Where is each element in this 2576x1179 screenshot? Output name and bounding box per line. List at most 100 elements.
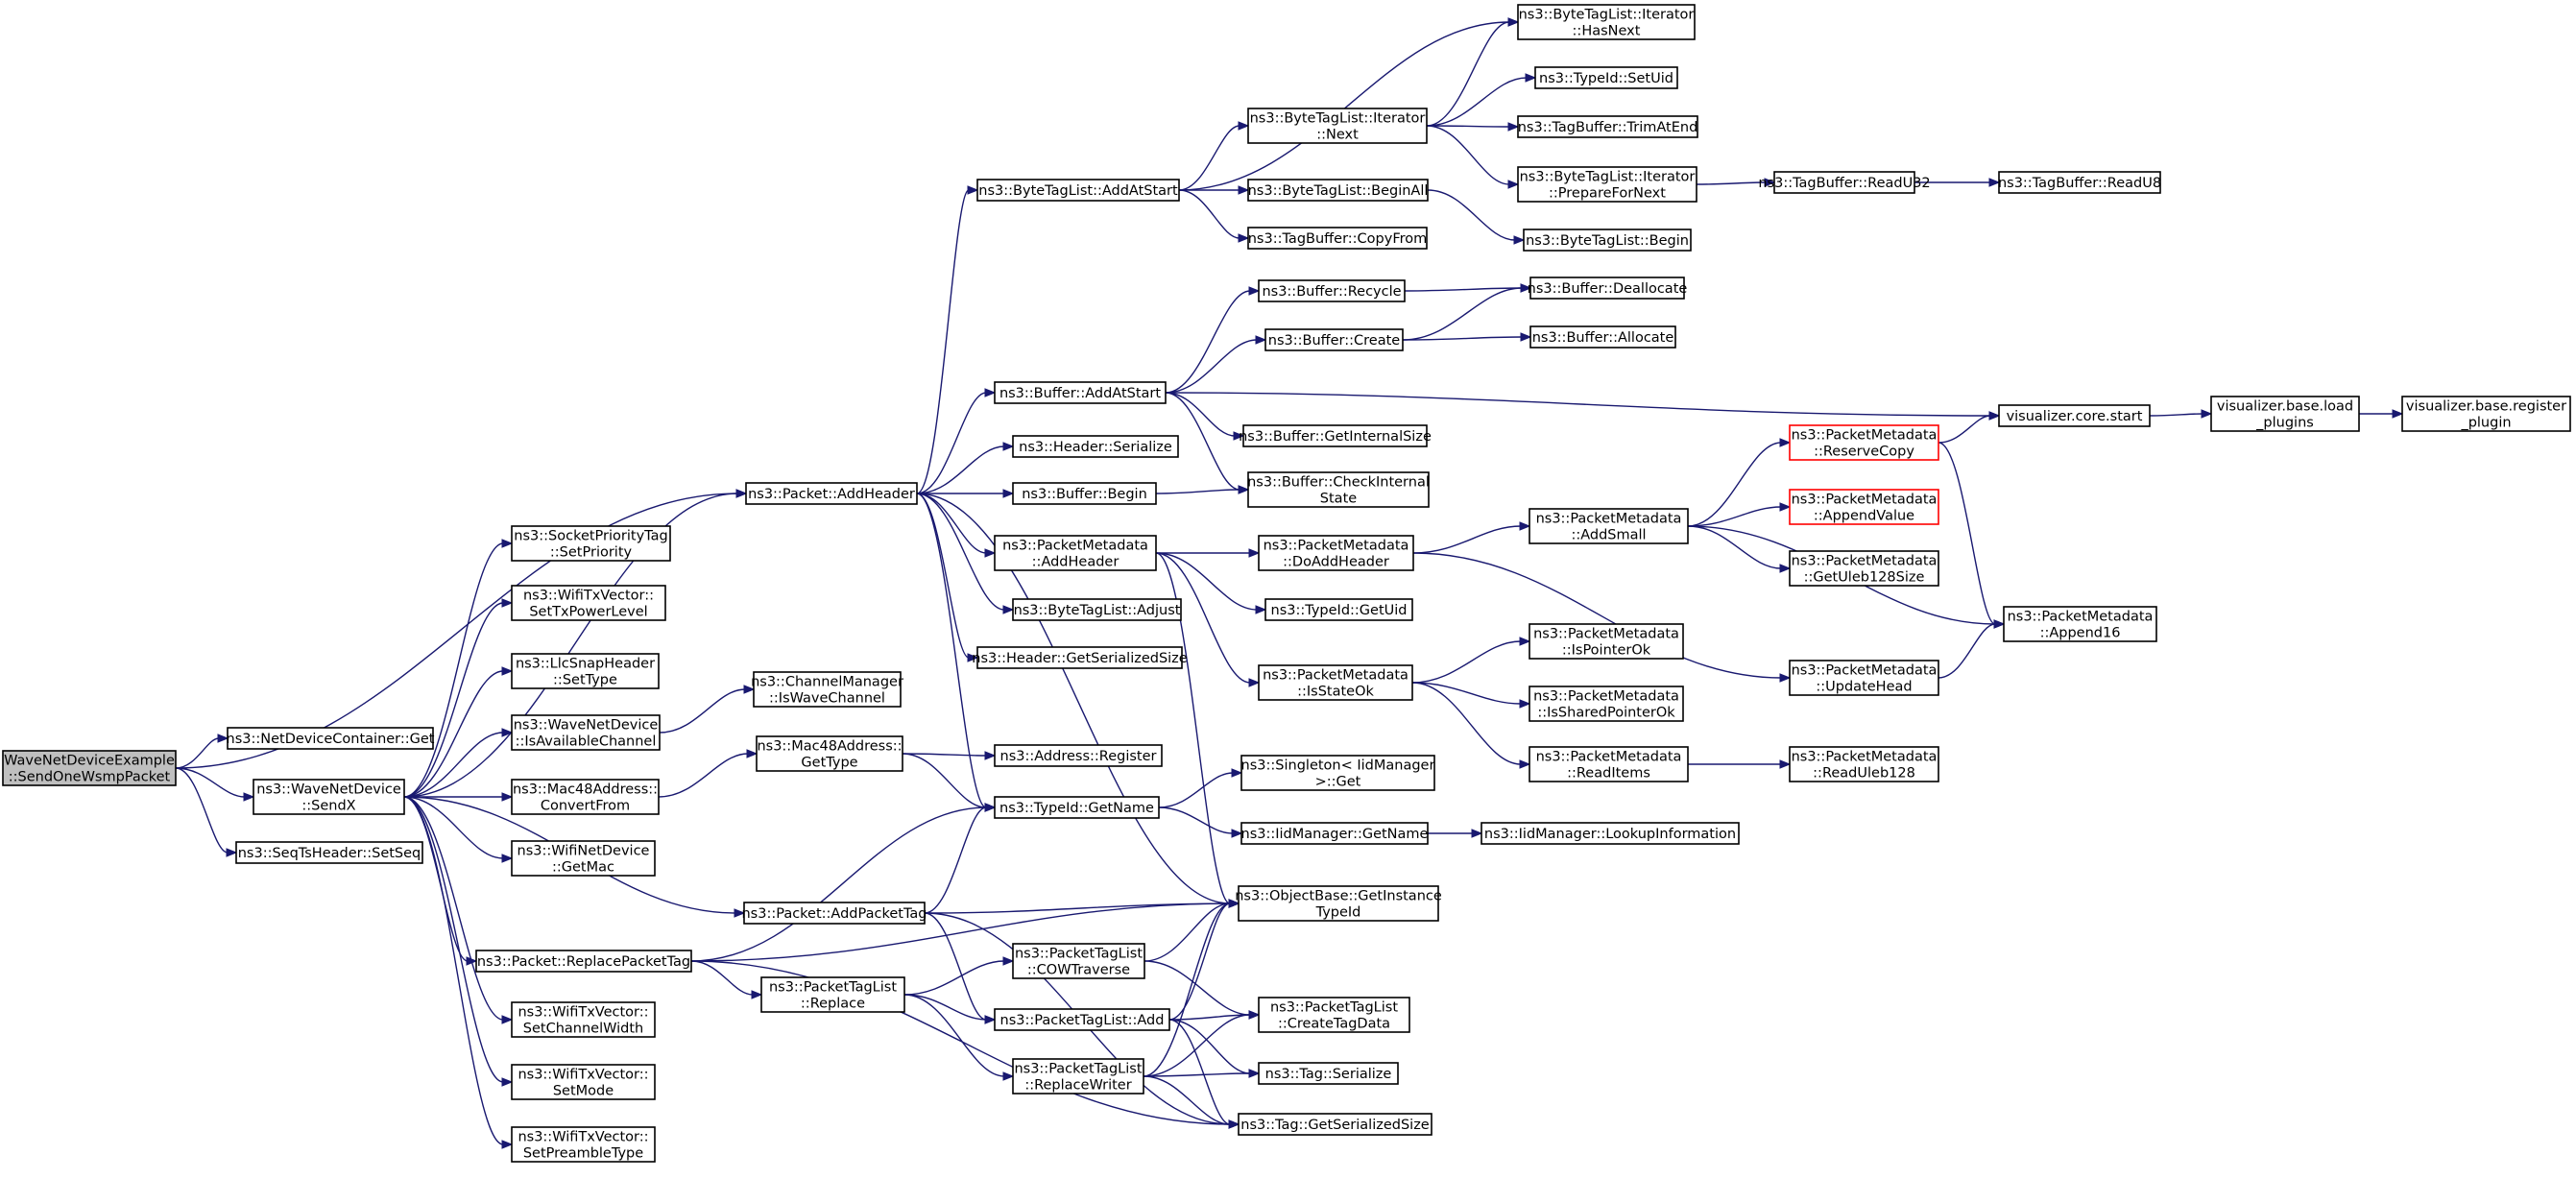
- node-tb-readu8[interactable]: ns3::TagBuffer::ReadU8: [1998, 171, 2161, 194]
- node-buf-recycle[interactable]: ns3::Buffer::Recycle: [1258, 279, 1406, 302]
- node-typeid-getname[interactable]: ns3::TypeId::GetName: [994, 796, 1160, 819]
- node-label: ns3::WifiTxVector::: [518, 1005, 648, 1021]
- edge-sendx-to-wnd-isavail: [403, 732, 504, 798]
- node-label: ::HasNext: [1573, 24, 1641, 39]
- node-pm-append16[interactable]: ns3::PacketMetadata::Append16: [2003, 606, 2157, 642]
- node-mac48-convert[interactable]: ns3::Mac48Address::ConvertFrom: [511, 779, 660, 815]
- node-addheader[interactable]: ns3::Packet::AddHeader: [745, 482, 918, 505]
- node-buf-create[interactable]: ns3::Buffer::Create: [1264, 328, 1404, 351]
- node-pm-doaddheader[interactable]: ns3::PacketMetadata::DoAddHeader: [1258, 535, 1414, 571]
- node-hdr-getsize[interactable]: ns3::Header::GetSerializedSize: [972, 646, 1188, 669]
- node-pm-addsmall[interactable]: ns3::PacketMetadata::AddSmall: [1529, 508, 1689, 544]
- node-ptl-createtagdata[interactable]: ns3::PacketTagList::CreateTagData: [1258, 997, 1410, 1033]
- node-box: [760, 976, 905, 1013]
- node-btl-adjust[interactable]: ns3::ByteTagList::Adjust: [1012, 598, 1182, 621]
- node-pm-reservecopy[interactable]: ns3::PacketMetadata::ReserveCopy: [1789, 424, 1939, 461]
- node-btli-prepare[interactable]: ns3::ByteTagList::Iterator::PrepareForNe…: [1517, 166, 1697, 203]
- node-iid-getname[interactable]: ns3::IidManager::GetName: [1240, 822, 1429, 845]
- node-ptl-add[interactable]: ns3::PacketTagList::Add: [994, 1008, 1170, 1031]
- arrowhead: [1764, 178, 1776, 187]
- node-box: [2, 750, 177, 786]
- edge-addheader-to-ob-getinstance: [916, 493, 1231, 904]
- edge-ptl-replacewriter-to-ob-getinstance: [1143, 902, 1231, 1077]
- node-buf-begin[interactable]: ns3::Buffer::Begin: [1012, 482, 1157, 505]
- node-label: ns3::ByteTagList::Iterator: [1519, 8, 1695, 23]
- node-wifind-getmac[interactable]: ns3::WifiNetDevice::GetMac: [511, 840, 656, 877]
- edge-vis-start-to-vis-load: [2149, 413, 2203, 417]
- node-btl-addatstart[interactable]: ns3::ByteTagList::AddAtStart: [976, 179, 1180, 202]
- node-vis-register[interactable]: visualizer.base.register_plugin: [2401, 396, 2571, 432]
- edge-typeid-getname-to-singleton-get: [1158, 772, 1234, 808]
- node-typeid-getuid[interactable]: ns3::TypeId::GetUid: [1264, 598, 1413, 621]
- node-tag-serialize[interactable]: ns3::Tag::Serialize: [1258, 1062, 1399, 1085]
- node-addr-register[interactable]: ns3::Address::Register: [994, 744, 1163, 767]
- edge-pm-addheader-to-pm-isstateok: [1155, 552, 1251, 684]
- edge-addheader-to-buf-addatstart: [916, 392, 987, 494]
- node-pm-isstateok[interactable]: ns3::PacketMetadata::IsStateOk: [1258, 664, 1413, 701]
- node-vis-load[interactable]: visualizer.base.load_plugins: [2210, 396, 2360, 432]
- node-buf-getinternal[interactable]: ns3::Buffer::GetInternalSize: [1239, 424, 1432, 447]
- node-tb-readu32[interactable]: ns3::TagBuffer::ReadU32: [1758, 171, 1931, 194]
- arrowhead: [1238, 185, 1250, 195]
- node-tag-getsize[interactable]: ns3::Tag::GetSerializedSize: [1238, 1113, 1432, 1136]
- arrowhead: [1779, 759, 1792, 769]
- node-buf-addatstart[interactable]: ns3::Buffer::AddAtStart: [994, 381, 1167, 404]
- arrowhead: [1238, 233, 1250, 243]
- node-box: [1773, 171, 1915, 194]
- node-replacetag[interactable]: ns3::Packet::ReplacePacketTag: [475, 950, 692, 973]
- arrowhead: [1002, 1071, 1015, 1081]
- node-ndc-get[interactable]: ns3::NetDeviceContainer::Get: [227, 727, 435, 750]
- node-pm-getuleb[interactable]: ns3::PacketMetadata::GetUleb128Size: [1789, 550, 1939, 587]
- node-wtv-preamble[interactable]: ns3::WifiTxVector::SetPreambleType: [511, 1126, 656, 1163]
- node-llc-settype[interactable]: ns3::LlcSnapHeader::SetType: [511, 653, 660, 689]
- arrowhead: [1248, 548, 1261, 558]
- node-wnd-isavail[interactable]: ns3::WaveNetDevice::IsAvailableChannel: [511, 714, 661, 751]
- node-wtv-txpower[interactable]: ns3::WifiTxVector::SetTxPowerLevel: [511, 585, 666, 621]
- node-label: ::IsStateOk: [1297, 685, 1374, 700]
- node-pm-ispointerok[interactable]: ns3::PacketMetadata::IsPointerOk: [1529, 623, 1684, 660]
- node-seqts[interactable]: ns3::SeqTsHeader::SetSeq: [235, 841, 423, 864]
- node-chmgr-iswave[interactable]: ns3::ChannelManager::IsWaveChannel: [751, 671, 903, 708]
- arrowhead: [2201, 409, 2213, 419]
- node-root[interactable]: WaveNetDeviceExample::SendOneWsmpPacket: [2, 750, 177, 786]
- arrowhead: [1519, 637, 1531, 646]
- node-hdr-serialize[interactable]: ns3::Header::Serialize: [1012, 435, 1179, 458]
- edge-addpackettag-to-ptl-add: [924, 912, 987, 1021]
- node-btli-next[interactable]: ns3::ByteTagList::Iterator::Next: [1247, 108, 1428, 144]
- edge-addheader-to-typeid-getname: [916, 493, 987, 808]
- node-pm-issharedok[interactable]: ns3::PacketMetadata::IsSharedPointerOk: [1529, 686, 1684, 722]
- node-label: ns3::PacketMetadata: [1263, 668, 1408, 684]
- node-ptl-replace[interactable]: ns3::PacketTagList::Replace: [760, 976, 905, 1013]
- node-typeid-setuid[interactable]: ns3::TypeId::SetUid: [1534, 66, 1678, 89]
- node-pm-readitems[interactable]: ns3::PacketMetadata::ReadItems: [1529, 746, 1689, 782]
- node-ptl-cow[interactable]: ns3::PacketTagList::COWTraverse: [1012, 943, 1145, 979]
- node-pm-updatehead[interactable]: ns3::PacketMetadata::UpdateHead: [1789, 660, 1939, 696]
- node-box: [1517, 115, 1698, 138]
- node-buf-dealloc[interactable]: ns3::Buffer::Deallocate: [1528, 277, 1688, 300]
- node-btl-beginall[interactable]: ns3::ByteTagList::BeginAll: [1247, 179, 1429, 202]
- node-label: ns3::WifiTxVector::: [518, 1130, 648, 1145]
- node-spt-setprio[interactable]: ns3::SocketPriorityTag::SetPriority: [511, 525, 671, 562]
- node-btli-hasnext[interactable]: ns3::ByteTagList::Iterator::HasNext: [1517, 4, 1696, 40]
- node-box: [1789, 660, 1939, 696]
- arrowhead: [1248, 678, 1261, 687]
- node-mac48-gettype[interactable]: ns3::Mac48Address::GetType: [756, 735, 903, 772]
- node-buf-alloc[interactable]: ns3::Buffer::Allocate: [1529, 325, 1676, 349]
- node-btl-begin[interactable]: ns3::ByteTagList::Begin: [1523, 229, 1692, 252]
- node-vis-start[interactable]: visualizer.core.start: [1998, 404, 2151, 427]
- node-sendx[interactable]: ns3::WaveNetDevice::SendX: [253, 779, 405, 815]
- node-pm-addheader[interactable]: ns3::PacketMetadata::AddHeader: [994, 535, 1157, 571]
- node-singleton-get[interactable]: ns3::Singleton< IidManager>::Get: [1240, 755, 1435, 791]
- node-box: [1258, 664, 1413, 701]
- node-tb-copyfrom[interactable]: ns3::TagBuffer::CopyFrom: [1247, 227, 1428, 250]
- node-tb-trimatend[interactable]: ns3::TagBuffer::TrimAtEnd: [1517, 115, 1698, 138]
- node-pm-appendvalue[interactable]: ns3::PacketMetadata::AppendValue: [1789, 489, 1939, 525]
- node-wtv-setmode[interactable]: ns3::WifiTxVector::SetMode: [511, 1064, 656, 1100]
- node-pm-readuleb[interactable]: ns3::PacketMetadata::ReadUleb128: [1789, 746, 1939, 782]
- node-addpackettag[interactable]: ns3::Packet::AddPacketTag: [741, 902, 927, 925]
- node-ptl-replacewriter[interactable]: ns3::PacketTagList::ReplaceWriter: [1012, 1058, 1144, 1095]
- node-wtv-chwidth[interactable]: ns3::WifiTxVector::SetChannelWidth: [511, 1001, 656, 1038]
- node-iid-lookup[interactable]: ns3::IidManager::LookupInformation: [1481, 822, 1740, 845]
